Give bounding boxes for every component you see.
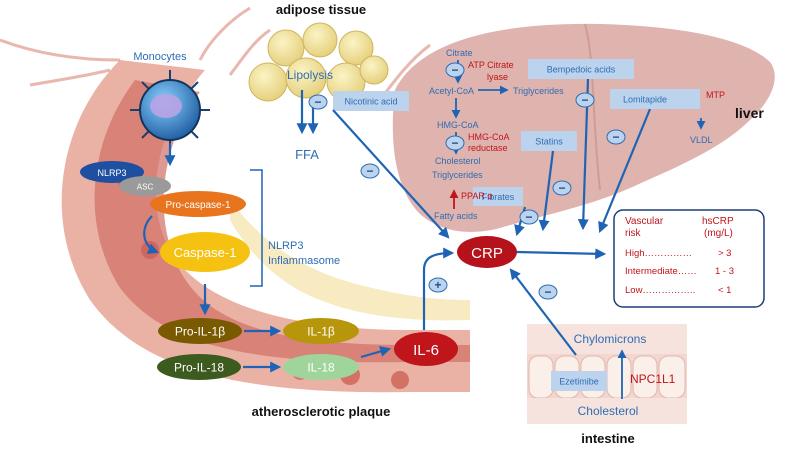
minus-badge-statins [552, 180, 572, 196]
risk-row-high-label: High…………… [625, 248, 692, 259]
crp-node [457, 236, 517, 268]
lipolysis-label: Lipolysis [287, 68, 333, 82]
minus-sign-ezetimibe: − [544, 285, 551, 299]
il6-node [394, 332, 458, 366]
pro-caspase-node [150, 191, 246, 217]
monocytes-label: Monocytes [133, 51, 187, 63]
intestine-cholesterol-label: Cholesterol [578, 404, 639, 418]
risk-row-low-label: Low…………….. [625, 285, 695, 296]
intestine-title: intestine [581, 431, 634, 446]
risk-row-intermediate-value: 1 - 3 [715, 266, 734, 277]
crp-label: CRP [471, 245, 503, 262]
minus-badge-ezetimibe [538, 284, 558, 300]
risk-header-2: risk [625, 228, 642, 239]
minus-sign-statins: − [558, 181, 565, 195]
nlrp3-node [80, 161, 144, 183]
hscrp-header-2: (mg/L) [704, 228, 733, 239]
adipose-cells [248, 22, 389, 102]
minus-sign-ffa: − [366, 164, 373, 178]
asc-node [119, 176, 171, 196]
mtp-label: MTP [706, 90, 725, 100]
vessel-branches [0, 6, 431, 101]
minus-sign-hmg: − [451, 136, 458, 150]
hmg-reductase-label-2: reductase [468, 143, 508, 153]
il1b-label: IL-1β [307, 325, 335, 339]
ppar-label: PPAR α [461, 191, 493, 201]
hmg-reductase-label-1: HMG-CoA [468, 132, 510, 142]
plus-sign-il6: + [434, 278, 441, 292]
plus-badge-il6 [428, 277, 448, 293]
chylomicrons-label: Chylomicrons [574, 332, 647, 346]
pro-il18-label: Pro-IL-18 [174, 361, 224, 375]
atp-citrate-label-2: lyase [487, 72, 508, 82]
triglycerides-label: Triglycerides [513, 86, 564, 96]
statins-label: Statins [535, 137, 563, 147]
minus-sign-atp: − [451, 63, 458, 77]
vldl-label: VLDL [690, 135, 713, 145]
risk-row-intermediate-label: Intermediate…… [625, 266, 697, 277]
npc1l1-label: NPC1L1 [630, 372, 676, 386]
minus-badge-bempedoic [575, 92, 595, 108]
cholesterol-label: Cholesterol [435, 156, 481, 166]
pro-il18-node [157, 354, 241, 380]
minus-badge-atp [445, 62, 465, 78]
asc-label: ASC [137, 183, 154, 192]
ffa-label: FFA [295, 147, 319, 162]
pro-il1b-node [158, 318, 242, 344]
risk-table-box [613, 209, 765, 308]
liver-shape [392, 23, 775, 232]
minus-sign-lomitapide: − [612, 130, 619, 144]
minus-badge-ffa [360, 163, 380, 179]
fatty-acids-label: Fatty acids [434, 211, 478, 221]
minus-badge-lomitapide [606, 129, 626, 145]
pro-il1b-label: Pro-IL-1β [175, 325, 225, 339]
il6-label: IL-6 [413, 342, 439, 359]
minus-sign-fibrates: − [525, 210, 532, 224]
acetyl-coa-label: Acetyl-CoA [429, 86, 474, 96]
risk-row-high-value: > 3 [718, 248, 731, 259]
nicotinic-box [333, 91, 409, 111]
caspase-node [160, 232, 250, 272]
bempedoic-label: Bempedoic acids [547, 65, 616, 75]
inflammasome-label-1: NLRP3 [268, 240, 303, 252]
lomitapide-label: Lomitapide [623, 95, 667, 105]
nlrp3-label: NLRP3 [97, 168, 126, 178]
minus-badges: − − − − − − − − − + [308, 62, 626, 300]
plaque-title: atherosclerotic plaque [252, 404, 391, 419]
statins-box [521, 131, 577, 151]
lomitapide-box [610, 89, 700, 109]
minus-badge-hmg [445, 135, 465, 151]
il1b-node [283, 318, 359, 344]
adipose-title: adipose tissue [276, 2, 366, 17]
minus-sign-nicotinic: − [314, 95, 321, 109]
minus-badge-nicotinic [308, 94, 328, 110]
ezetimibe-label: Ezetimibe [559, 377, 599, 387]
inflammasome-bracket [250, 169, 263, 287]
caspase-label: Caspase-1 [174, 245, 237, 260]
bempedoic-box [528, 59, 634, 79]
ezetimibe-box [551, 371, 607, 391]
risk-row-low-value: < 1 [718, 285, 731, 296]
drug-boxes [333, 59, 700, 391]
nicotinic-label: Nicotinic acid [344, 97, 397, 107]
hscrp-header-1: hsCRP [702, 216, 734, 227]
monocyte-cell-icon [130, 70, 210, 150]
inflammasome-label-2: Inflammasome [268, 255, 340, 267]
minus-badge-fibrates [519, 209, 539, 225]
il18-node [283, 354, 359, 380]
liver-triglycerides-label: Triglycerides [432, 170, 483, 180]
liver-title: liver [735, 105, 764, 121]
hmg-coa-label: HMG-CoA [437, 120, 479, 130]
atp-citrate-label-1: ATP Citrate [468, 60, 514, 70]
il18-label: IL-18 [307, 361, 335, 375]
pro-caspase-label: Pro-caspase-1 [165, 200, 230, 211]
risk-header-1: Vascular [625, 216, 664, 227]
citrate-label: Citrate [446, 48, 473, 58]
fibrates-box [473, 187, 523, 206]
fibrates-label: Fibrates [482, 192, 515, 202]
minus-sign-bempedoic: − [581, 93, 588, 107]
